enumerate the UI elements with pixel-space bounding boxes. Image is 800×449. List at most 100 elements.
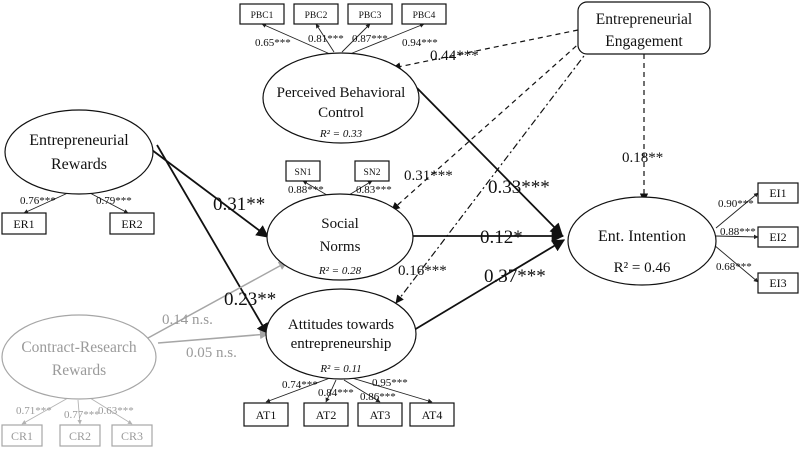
- loading-arrow-er2: [87, 191, 129, 214]
- indicator-pbc4: PBC4: [401, 3, 447, 25]
- indicator-label: AT2: [316, 408, 337, 422]
- at-r-squared: R² = 0.11: [319, 363, 361, 375]
- indicator-label: AT4: [422, 408, 443, 422]
- construct-contract-research-rewards: Contract-Research Rewards: [1, 314, 157, 400]
- indicator-at2: AT2: [303, 402, 349, 427]
- loading-pbc2: 0.81***: [308, 33, 344, 45]
- ei-label: Ent. Intention: [598, 228, 686, 245]
- path-cr-to-attitudes: [157, 330, 269, 344]
- path-engagement-to-attitudes: [395, 47, 591, 304]
- loading-arrow-pbc4: [349, 23, 425, 55]
- loading-arrow-cr3: [89, 397, 133, 425]
- path-er-to-attitudes: [156, 144, 269, 337]
- indicator-sn1: SN1: [285, 160, 321, 182]
- indicator-ei2: EI2: [757, 226, 799, 248]
- indicator-label: PBC1: [251, 11, 274, 21]
- loading-at1: 0.74***: [282, 379, 318, 391]
- loading-ei1: 0.90***: [718, 198, 754, 210]
- pbc-r-squared: R² = 0.33: [319, 128, 363, 140]
- indicator-label: EI3: [769, 276, 786, 290]
- loading-arrow-pbc3: [341, 23, 371, 53]
- loading-sn2: 0.83***: [356, 184, 392, 196]
- loading-cr2: 0.77***: [64, 409, 100, 421]
- loading-pbc1: 0.65***: [255, 37, 291, 49]
- indicator-label: EI2: [769, 230, 786, 244]
- indicator-label: CR3: [121, 429, 143, 443]
- indicator-pbc3: PBC3: [347, 3, 393, 25]
- indicator-at3: AT3: [357, 402, 403, 427]
- er-label-line2: Rewards: [51, 156, 107, 173]
- indicator-label: PBC4: [413, 11, 436, 21]
- sn-label-line2: Norms: [320, 239, 361, 255]
- construct-ent-intention: Ent. Intention R² = 0.46: [567, 196, 717, 286]
- loading-at4: 0.95***: [372, 377, 408, 389]
- loading-er2: 0.79***: [96, 195, 132, 207]
- coef-pbc-ei: 0.33***: [488, 177, 550, 198]
- coef-at-ei: 0.37***: [484, 266, 546, 287]
- loading-er1: 0.76***: [20, 195, 56, 207]
- indicator-cr3: CR3: [111, 424, 153, 447]
- indicator-cr2: CR2: [59, 424, 101, 447]
- loading-ei2: 0.88***: [720, 226, 756, 238]
- coef-er-sn: 0.31**: [213, 194, 265, 215]
- loading-arrow-cr1: [21, 397, 69, 425]
- loading-cr3: 0.63***: [98, 405, 134, 417]
- loading-arrow-cr2: [77, 399, 82, 425]
- loading-arrow-at2: [325, 379, 337, 403]
- at-label-line1: Attitudes towards: [288, 317, 394, 333]
- loading-arrow-at4: [351, 377, 433, 403]
- indicator-at4: AT4: [409, 402, 455, 427]
- construct-entrepreneurial-rewards: Entrepreneurial Rewards: [4, 109, 154, 195]
- indicator-sn2: SN2: [354, 160, 390, 182]
- loading-ei3: 0.68***: [716, 261, 752, 273]
- indicator-er1: ER1: [1, 212, 47, 235]
- pbc-label-line2: Control: [318, 105, 364, 121]
- loading-arrow-ei3: [713, 244, 759, 283]
- path-er-to-social-norms: [151, 149, 270, 238]
- engagement-label-line1: Entrepreneurial: [596, 11, 692, 28]
- indicator-label: SN2: [364, 168, 381, 178]
- path-at-to-ent-intention: [413, 239, 566, 331]
- indicator-label: PBC3: [359, 11, 382, 21]
- ei-r-squared: R² = 0.46: [614, 260, 671, 276]
- loading-pbc4: 0.94***: [402, 37, 438, 49]
- coef-engagement-pbc: 0.44***: [430, 48, 479, 64]
- path-pbc-to-ent-intention: [416, 87, 563, 236]
- indicator-label: ER1: [13, 217, 34, 231]
- pbc-label-line1: Perceived Behavioral: [277, 85, 406, 101]
- indicator-label: CR1: [11, 429, 33, 443]
- coef-cr-sn: 0.14 n.s.: [162, 312, 213, 328]
- indicator-label: AT1: [256, 408, 277, 422]
- cr-label-line1: Contract-Research: [21, 339, 137, 356]
- engagement-label-line2: Engagement: [605, 33, 683, 50]
- coef-er-at: 0.23**: [224, 289, 276, 310]
- loading-arrow-at1: [265, 377, 331, 403]
- indicator-label: ER2: [121, 217, 142, 231]
- er-label-line1: Entrepreneurial: [29, 132, 129, 149]
- path-engagement-to-pbc: [392, 29, 579, 71]
- coef-sn-ei: 0.12*: [480, 227, 523, 248]
- loading-pbc3: 0.87***: [352, 33, 388, 45]
- construct-social-norms: Social Norms R² = 0.28: [266, 193, 414, 281]
- construct-attitudes-towards-entrepreneurship: Attitudes towards entrepreneurship R² = …: [265, 288, 417, 380]
- coef-engagement-at: 0.16***: [398, 263, 447, 279]
- cr-label-line2: Rewards: [52, 362, 106, 379]
- sn-label-line1: Social: [321, 216, 359, 232]
- indicator-cr1: CR1: [1, 424, 43, 447]
- coef-engagement-sn: 0.31***: [404, 168, 453, 184]
- indicator-pbc1: PBC1: [239, 3, 285, 25]
- loading-arrow-ei2: [715, 234, 759, 240]
- loading-cr1: 0.71***: [16, 405, 52, 417]
- indicator-label: AT3: [370, 408, 391, 422]
- indicator-label: PBC2: [305, 11, 328, 21]
- loading-arrow-pbc2: [315, 23, 335, 53]
- construct-perceived-behavioral-control: Perceived Behavioral Control R² = 0.33: [262, 52, 420, 144]
- indicator-at1: AT1: [243, 402, 289, 427]
- construct-entrepreneurial-engagement: Entrepreneurial Engagement: [577, 1, 711, 55]
- indicator-er2: ER2: [109, 212, 155, 235]
- loading-arrow-er1: [23, 191, 71, 214]
- indicator-label: CR2: [69, 429, 91, 443]
- loading-arrow-pbc1: [261, 23, 331, 55]
- path-engagement-to-social-norms: [391, 39, 584, 211]
